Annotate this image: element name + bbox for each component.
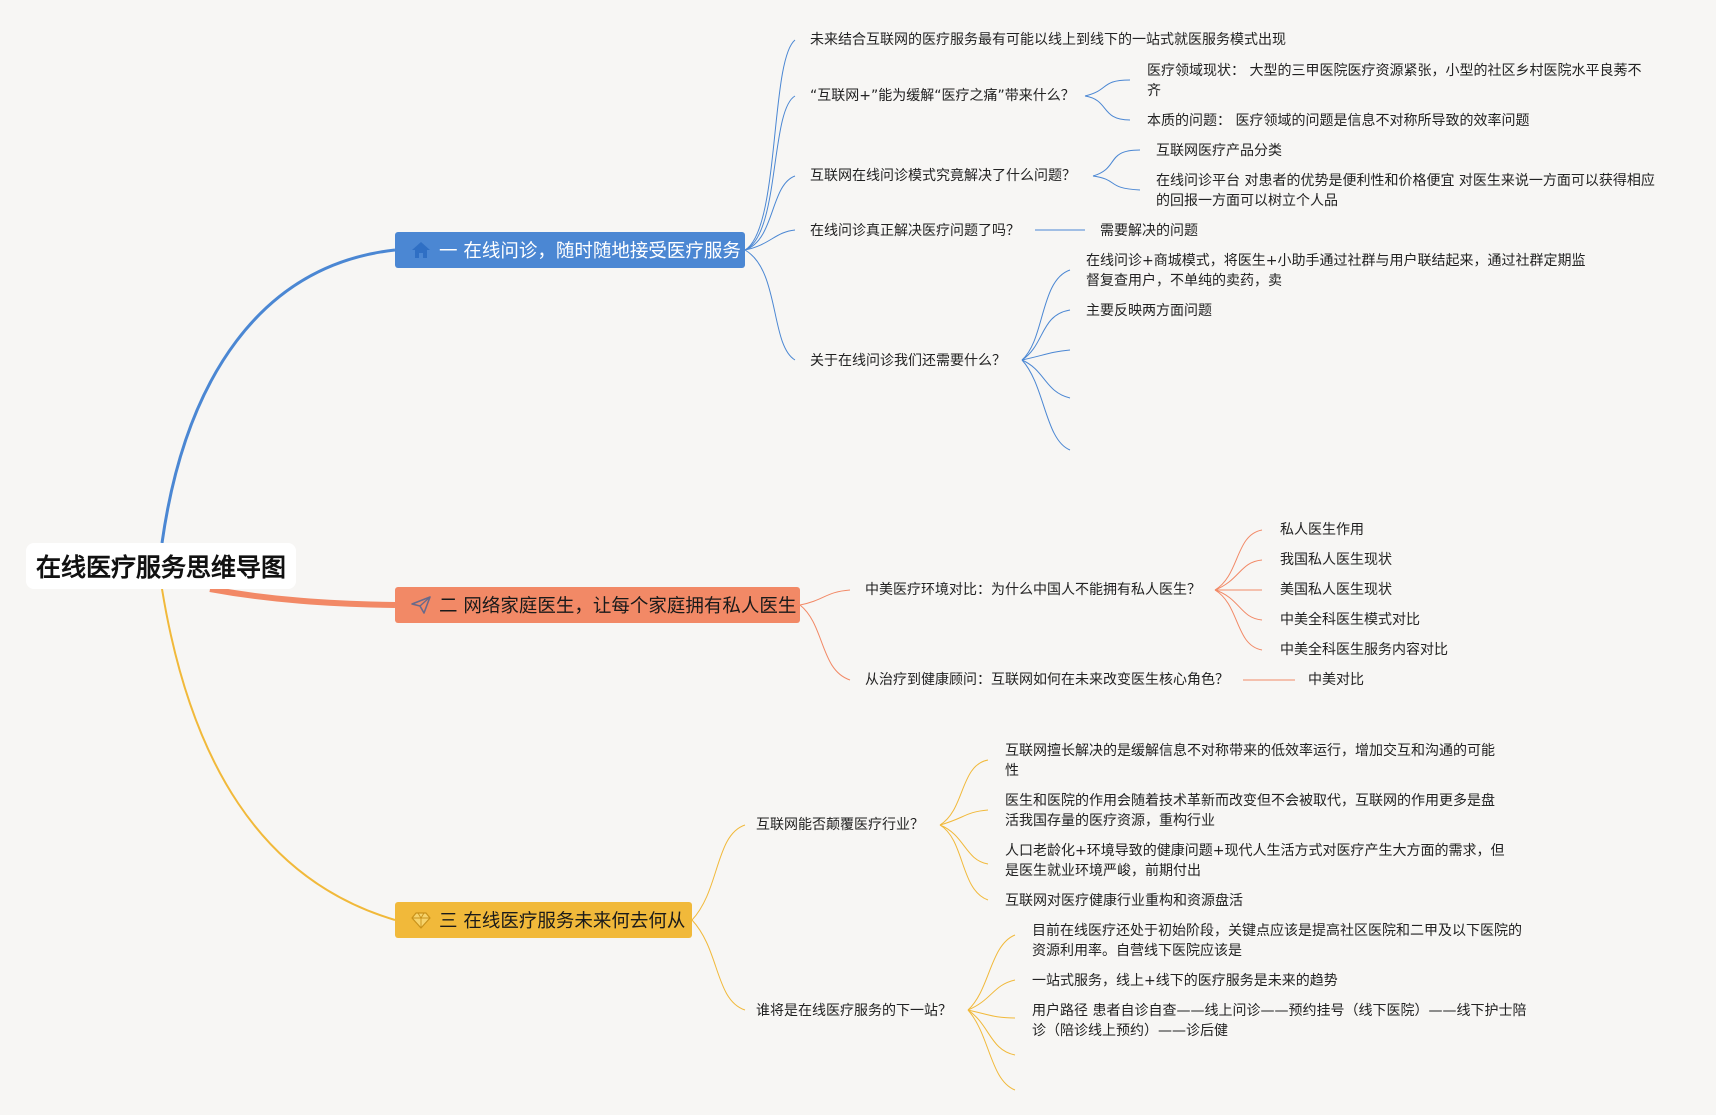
topic-b3-q2[interactable]: 谁将是在线医疗服务的下一站？ — [756, 1003, 952, 1019]
topic-b2-q1b[interactable]: 我国私人医生现状 — [1280, 552, 1392, 568]
topic-b1-q2[interactable]: “互联网+”能为缓解“医疗之痛”带来什么？ — [810, 88, 1075, 104]
edge-root-b1 — [160, 248, 396, 544]
root-topic[interactable]: 在线医疗服务思维导图 — [26, 543, 296, 589]
topic-b2-q1c[interactable]: 美国私人医生现状 — [1280, 582, 1392, 598]
topic-b3-q2c[interactable]: 用户路径 患者自诊自查——线上问诊——预约挂号（线下医院）——线下护士陪诊（陪诊… — [1032, 1003, 1527, 1039]
topic-b3-q2a[interactable]: 目前在线医疗还处于初始阶段，关键点应该是提高社区医院和二甲及以下医院的资源利用率… — [1032, 923, 1522, 959]
topic-b1-q2b[interactable]: 本质的问题： 医疗领域的问题是信息不对称所导致的效率问题 — [1147, 113, 1530, 129]
branch-label: 三 在线医疗服务未来何去何从 — [439, 911, 686, 932]
topic-b1-q3a[interactable]: 互联网医疗产品分类 — [1156, 143, 1282, 159]
topic-b2-q2a[interactable]: 中美对比 — [1308, 672, 1364, 688]
topic-b3-q1[interactable]: 互联网能否颠覆医疗行业？ — [756, 817, 924, 833]
topic-b3-q1a[interactable]: 互联网擅长解决的是缓解信息不对称带来的低效率运行，增加交互和沟通的可能性 — [1005, 743, 1495, 779]
topic-b3-q1d[interactable]: 互联网对医疗健康行业重构和资源盘活 — [1005, 893, 1243, 909]
branch-label: 一 在线问诊，随时随地接受医疗服务 — [439, 241, 741, 262]
branch-label: 二 网络家庭医生，让每个家庭拥有私人医生 — [439, 596, 797, 617]
topic-b1-q5b[interactable]: 主要反映两方面问题 — [1086, 303, 1212, 319]
topic-b3-q2b[interactable]: 一站式服务，线上+线下的医疗服务是未来的趋势 — [1032, 973, 1338, 989]
topic-b2-q2[interactable]: 从治疗到健康顾问：互联网如何在未来改变医生核心角色？ — [865, 672, 1229, 688]
topic-b2-q1d[interactable]: 中美全科医生模式对比 — [1280, 612, 1420, 628]
topic-b1-q3b[interactable]: 在线问诊平台 对患者的优势是便利性和价格便宜 对医生来说一方面可以获得相应的回报… — [1156, 173, 1655, 209]
topic-b1-q1[interactable]: 未来结合互联网的医疗服务最有可能以线上到线下的一站式就医服务模式出现 — [810, 32, 1286, 48]
topic-b3-q1c[interactable]: 人口老龄化+环境导致的健康问题+现代人生活方式对医疗产生大方面的需求，但是医生就… — [1005, 843, 1505, 879]
branch-online-consultation[interactable]: 一 在线问诊，随时随地接受医疗服务 — [395, 232, 745, 268]
topic-b2-q1a[interactable]: 私人医生作用 — [1280, 522, 1364, 538]
paper-plane-icon — [411, 596, 431, 614]
branch-future[interactable]: 三 在线医疗服务未来何去何从 — [395, 902, 692, 938]
branch-family-doctor[interactable]: 二 网络家庭医生，让每个家庭拥有私人医生 — [395, 587, 800, 623]
topic-b1-q5[interactable]: 关于在线问诊我们还需要什么？ — [810, 353, 1006, 369]
topic-b1-q4a[interactable]: 需要解决的问题 — [1100, 223, 1198, 239]
topic-b2-q1[interactable]: 中美医疗环境对比：为什么中国人不能拥有私人医生？ — [865, 582, 1201, 598]
home-icon — [412, 242, 430, 258]
diamond-icon — [411, 912, 431, 929]
topic-b1-q2a[interactable]: 医疗领域现状： 大型的三甲医院医疗资源紧张，小型的社区乡村医院水平良莠不齐 — [1147, 63, 1642, 99]
topic-b1-q4[interactable]: 在线问诊真正解决医疗问题了吗？ — [810, 223, 1020, 239]
edge-root-b2 — [209, 586, 396, 608]
topic-b1-q3[interactable]: 互联网在线问诊模式究竟解决了什么问题？ — [810, 168, 1076, 184]
topic-b1-q5a[interactable]: 在线问诊+商城模式，将医生+小助手通过社群与用户联结起来，通过社群定期监督复查用… — [1086, 253, 1586, 289]
topic-b3-q1b[interactable]: 医生和医院的作用会随着技术革新而改变但不会被取代，互联网的作用更多是盘活我国存量… — [1005, 793, 1495, 829]
edge-root-b3 — [161, 588, 396, 921]
topic-b2-q1e[interactable]: 中美全科医生服务内容对比 — [1280, 642, 1448, 658]
